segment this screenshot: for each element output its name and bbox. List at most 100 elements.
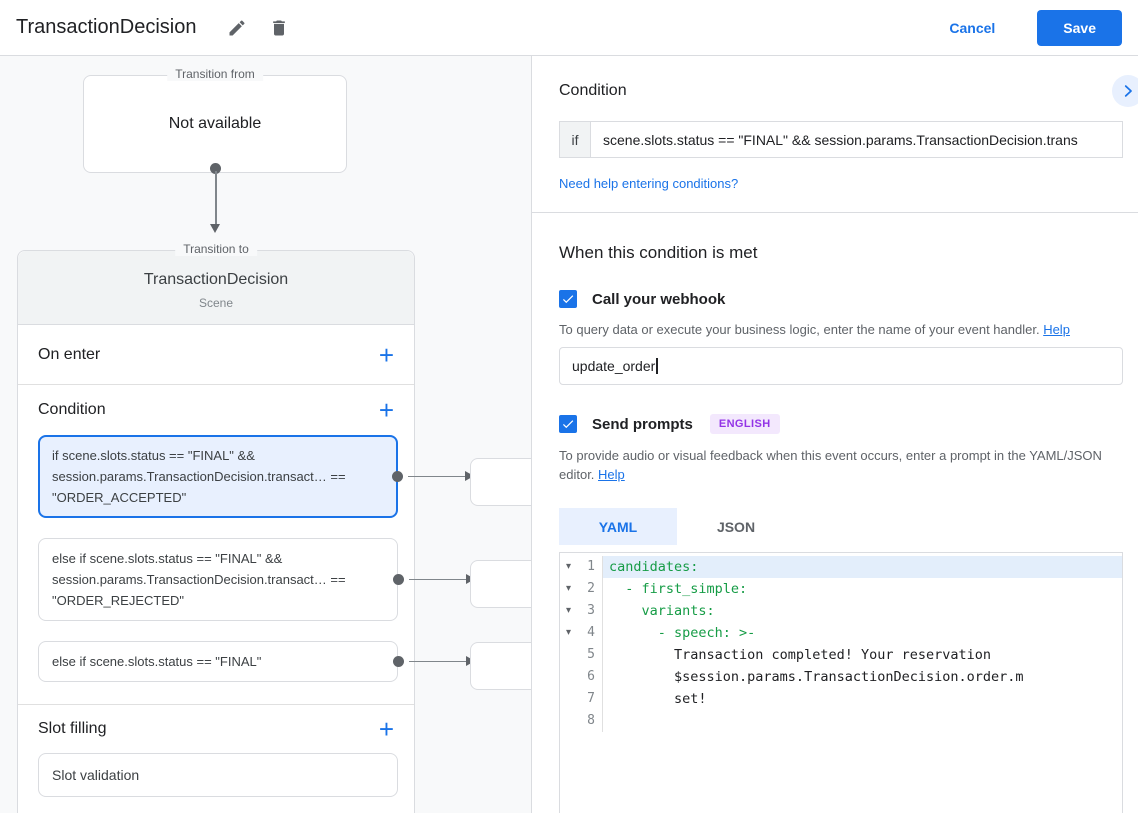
connector-arrow: [409, 575, 475, 583]
slot-filling-label: Slot filling: [38, 720, 107, 737]
transition-target-box[interactable]: [470, 642, 531, 690]
condition-text: else if scene.slots.status == "FINAL" &&…: [52, 551, 346, 608]
collapse-panel-button[interactable]: [1112, 75, 1138, 107]
scene-card-header[interactable]: TransactionDecision Scene: [18, 251, 414, 325]
condition-section-label: Condition: [38, 401, 106, 418]
trash-icon: [269, 18, 289, 38]
panel-divider: [532, 212, 1138, 213]
event-handler-input[interactable]: update_order: [559, 347, 1123, 385]
panel-title: Condition: [559, 82, 627, 99]
on-enter-section: On enter +: [18, 325, 414, 384]
line-number: 7: [577, 688, 603, 710]
connector-dot: [393, 574, 404, 585]
condition-item-rejected[interactable]: else if scene.slots.status == "FINAL" &&…: [38, 538, 475, 621]
code-line: 8: [560, 710, 1122, 732]
condition-section: Condition +: [18, 385, 414, 435]
text-cursor: [656, 358, 658, 374]
checkmark-icon: [561, 417, 575, 431]
section-divider: [18, 384, 414, 385]
webhook-help-link[interactable]: Help: [1043, 322, 1070, 337]
pencil-icon: [227, 18, 247, 38]
line-number: 4: [577, 622, 603, 644]
fold-toggle-icon[interactable]: ▾: [565, 627, 572, 638]
code-line: 5 Transaction completed! Your reservatio…: [560, 644, 1122, 666]
slot-validation-item[interactable]: Slot validation: [38, 753, 398, 797]
condition-expression-row: if scene.slots.status == "FINAL" && sess…: [559, 121, 1123, 158]
transition-target-box[interactable]: [470, 560, 531, 608]
on-enter-label: On enter: [38, 345, 101, 363]
condition-detail-panel: Condition if scene.slots.status == "FINA…: [531, 56, 1138, 813]
fold-toggle-icon[interactable]: ▾: [565, 583, 572, 594]
add-slot-button[interactable]: +: [378, 714, 394, 744]
tab-json[interactable]: JSON: [716, 518, 756, 535]
tab-yaml[interactable]: YAML: [559, 508, 677, 545]
code-line: 6 $session.params.TransactionDecision.or…: [560, 666, 1122, 688]
fold-toggle-icon[interactable]: ▾: [565, 605, 572, 616]
line-number: 5: [577, 644, 603, 666]
editor-format-tabs: YAML JSON: [559, 508, 1122, 545]
when-met-title: When this condition is met: [559, 243, 758, 262]
connector-arrow: [409, 657, 475, 665]
code-text[interactable]: [603, 710, 1122, 732]
transition-from-content: Not available: [168, 115, 262, 132]
code-text[interactable]: - first_simple:: [609, 581, 748, 597]
slot-validation-label: Slot validation: [52, 767, 140, 783]
fold-gutter-spacer: [560, 688, 577, 710]
line-number: 3: [577, 600, 603, 622]
condition-help-link[interactable]: Need help entering conditions?: [559, 176, 739, 191]
event-handler-value: update_order: [572, 358, 656, 374]
condition-item-final[interactable]: else if scene.slots.status == "FINAL": [38, 641, 475, 682]
code-text[interactable]: candidates:: [603, 556, 1122, 578]
webhook-checkbox[interactable]: [559, 290, 577, 308]
send-prompts-label: Send prompts: [592, 415, 693, 433]
code-text[interactable]: variants:: [609, 603, 715, 619]
transition-from-legend: Transition from: [167, 67, 263, 81]
condition-text: else if scene.slots.status == "FINAL": [52, 654, 262, 669]
line-number: 6: [577, 666, 603, 688]
webhook-description-text: To query data or execute your business l…: [559, 322, 1044, 337]
line-number: 1: [577, 556, 603, 578]
connector-line: [215, 171, 217, 226]
code-text[interactable]: set!: [609, 691, 707, 707]
scene-type-label: Scene: [198, 296, 234, 310]
prompts-help-link[interactable]: Help: [598, 467, 625, 482]
fold-gutter-spacer: [560, 710, 577, 732]
condition-text: if scene.slots.status == "FINAL" && sess…: [52, 448, 346, 505]
code-text[interactable]: $session.params.TransactionDecision.orde…: [609, 669, 1024, 685]
add-condition-button[interactable]: +: [378, 395, 394, 425]
connector-arrow: [408, 472, 474, 480]
send-prompts-checkbox[interactable]: [559, 415, 577, 433]
code-line: ▾ 2 - first_simple:: [560, 578, 1122, 600]
webhook-description: To query data or execute your business l…: [559, 320, 1119, 339]
top-header: TransactionDecision Cancel Save: [0, 0, 1138, 56]
delete-scene-button[interactable]: [262, 11, 296, 45]
line-number: 2: [577, 578, 603, 600]
prompts-description-text: To provide audio or visual feedback when…: [559, 448, 1102, 482]
page-title: TransactionDecision: [16, 16, 197, 38]
add-on-enter-button[interactable]: +: [378, 339, 394, 370]
transition-to-card: Transition to TransactionDecision Scene …: [17, 242, 475, 813]
line-number: 8: [577, 710, 603, 732]
code-text[interactable]: - speech: >-: [609, 625, 756, 641]
save-button[interactable]: Save: [1037, 9, 1122, 46]
condition-item-accepted[interactable]: if scene.slots.status == "FINAL" && sess…: [38, 435, 474, 518]
edit-scene-button[interactable]: [220, 11, 254, 45]
code-line: ▾ 4 - speech: >-: [560, 622, 1122, 644]
cancel-button[interactable]: Cancel: [933, 12, 1011, 44]
checkmark-icon: [561, 292, 575, 306]
chevron-right-icon: [1119, 82, 1137, 100]
fold-toggle-icon[interactable]: ▾: [565, 561, 572, 572]
scene-name: TransactionDecision: [143, 271, 289, 288]
connector-arrowhead-icon: [210, 224, 220, 233]
fold-gutter-spacer: [560, 644, 577, 666]
language-badge: ENGLISH: [709, 414, 780, 434]
if-prefix: if: [559, 121, 590, 158]
code-line: ▾ 3 variants:: [560, 600, 1122, 622]
condition-expression-input[interactable]: scene.slots.status == "FINAL" && session…: [590, 121, 1123, 158]
fold-gutter-spacer: [560, 666, 577, 688]
code-text[interactable]: Transaction completed! Your reservation: [609, 647, 992, 663]
transition-target-box[interactable]: [470, 458, 531, 506]
